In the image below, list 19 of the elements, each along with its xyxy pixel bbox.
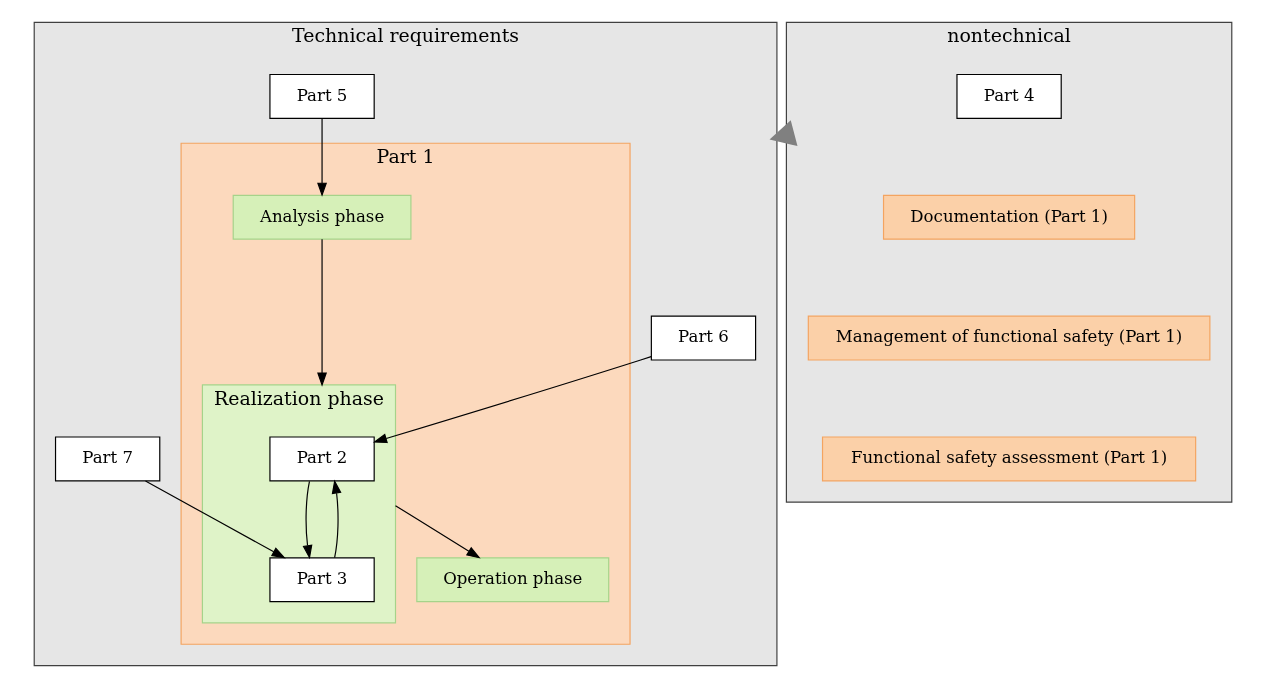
node-box: Part 2 bbox=[268, 436, 375, 482]
node-box: Management of functional safety (Part 1) bbox=[807, 315, 1210, 361]
arrow bbox=[316, 118, 327, 197]
node-box: Documentation (Part 1) bbox=[882, 194, 1135, 240]
arrow bbox=[372, 356, 652, 444]
arrow bbox=[331, 479, 342, 559]
node-box: Part 7 bbox=[54, 436, 160, 482]
arrow bbox=[302, 480, 312, 560]
node-box: Operation phase bbox=[415, 557, 609, 603]
node-box: Part 5 bbox=[268, 73, 375, 119]
node-box: Part 6 bbox=[650, 315, 756, 361]
node-box: Analysis phase bbox=[232, 194, 411, 240]
arrow bbox=[144, 480, 286, 559]
node-box: Part 4 bbox=[955, 73, 1062, 119]
node-box: Part 3 bbox=[268, 557, 375, 603]
node-box: Functional safety assessment (Part 1) bbox=[821, 436, 1196, 482]
arrow bbox=[316, 238, 327, 387]
arrow bbox=[394, 505, 481, 559]
arrow bbox=[769, 120, 797, 147]
